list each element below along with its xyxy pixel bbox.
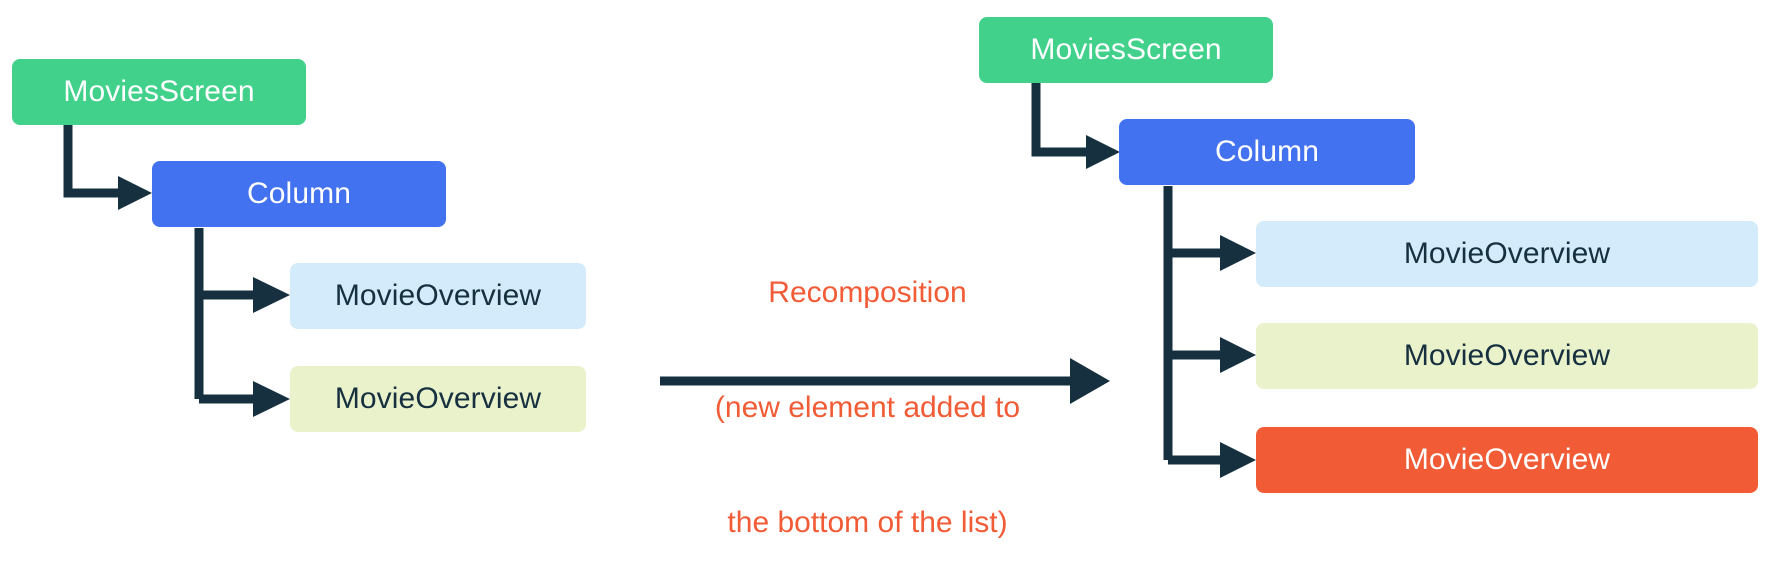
before-node-movie-overview-1[interactable]: MovieOverview xyxy=(290,263,586,329)
connector-column-children-spine xyxy=(194,228,290,417)
after-node-movie-overview-1-label: MovieOverview xyxy=(1403,237,1611,270)
connector-movies-screen-to-column xyxy=(63,124,152,210)
after-node-movie-overview-2[interactable]: MovieOverview xyxy=(1256,323,1758,389)
recomposition-label-line-2: (new element added to xyxy=(714,390,1021,424)
after-node-movie-overview-3[interactable]: MovieOverview xyxy=(1256,427,1758,493)
after-node-movies-screen-label: MoviesScreen xyxy=(1030,33,1222,66)
before-node-movies-screen[interactable]: MoviesScreen xyxy=(12,59,306,125)
after-node-column-label: Column xyxy=(1215,135,1319,168)
after-node-movie-overview-3-label: MovieOverview xyxy=(1403,443,1611,476)
after-node-movie-overview-1[interactable]: MovieOverview xyxy=(1256,221,1758,287)
after-node-movie-overview-2-label: MovieOverview xyxy=(1403,339,1611,372)
after-connector-movies-screen-to-column xyxy=(1031,82,1120,169)
recomposition-label-line-3: the bottom of the list) xyxy=(727,506,1008,540)
before-node-movie-overview-1-label: MovieOverview xyxy=(334,279,542,312)
after-connector-column-children-spine xyxy=(1163,186,1256,478)
before-node-column-label: Column xyxy=(247,177,351,210)
before-node-movie-overview-2[interactable]: MovieOverview xyxy=(290,366,586,432)
after-node-column[interactable]: Column xyxy=(1119,119,1415,185)
after-node-movies-screen[interactable]: MoviesScreen xyxy=(979,17,1273,83)
recomposition-label: Recomposition (new element added to the … xyxy=(655,197,1080,584)
before-node-movie-overview-2-label: MovieOverview xyxy=(334,382,542,415)
before-node-movies-screen-label: MoviesScreen xyxy=(63,75,255,108)
before-node-column[interactable]: Column xyxy=(152,161,446,227)
recomposition-label-line-1: Recomposition xyxy=(768,275,967,309)
